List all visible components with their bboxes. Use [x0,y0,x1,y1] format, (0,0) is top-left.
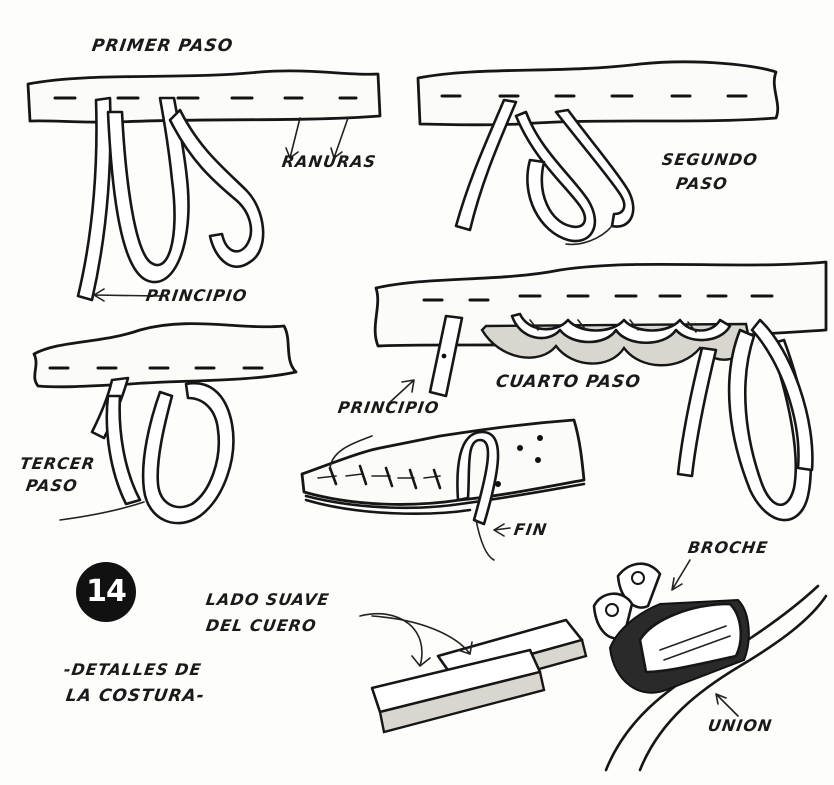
label-principio-left: PRINCIPIO [144,286,249,305]
label-lado-suave: LADO SUAVE [204,590,331,609]
label-cuarto-paso: CUARTO PASO [494,372,643,392]
lado-suave-figure [359,612,588,734]
label-segundo: SEGUNDO [660,150,760,169]
label-fin: FIN [512,520,549,539]
tercer-paso-board [32,322,298,389]
label-la-costura: LA COSTURA- [64,686,207,706]
primer-paso-board [26,69,382,124]
label-union: UNION [706,716,774,735]
label-principio-center: PRINCIPIO [336,398,441,417]
cuarto-paso-figure [373,260,828,522]
label-broche: BROCHE [686,538,770,557]
segundo-paso-board [416,60,780,127]
figure-number-badge: 14 [76,562,136,622]
label-primer-paso: PRIMER PASO [90,36,235,56]
label-tercer: TERCER [18,454,97,473]
fin-detail-figure [300,418,586,561]
label-paso-segundo: PASO [674,174,730,193]
label-paso-tercer: PASO [24,476,80,495]
segundo-paso-figure [416,60,780,246]
broche-figure [592,559,828,772]
label-detalles-de: -DETALLES DE [62,660,203,679]
label-del-cuero: DEL CUERO [204,616,318,635]
primer-paso-figure [26,69,382,302]
label-ranuras: RANURAS [280,152,378,171]
tercer-paso-figure [32,322,298,525]
principio-arrow [387,379,415,405]
